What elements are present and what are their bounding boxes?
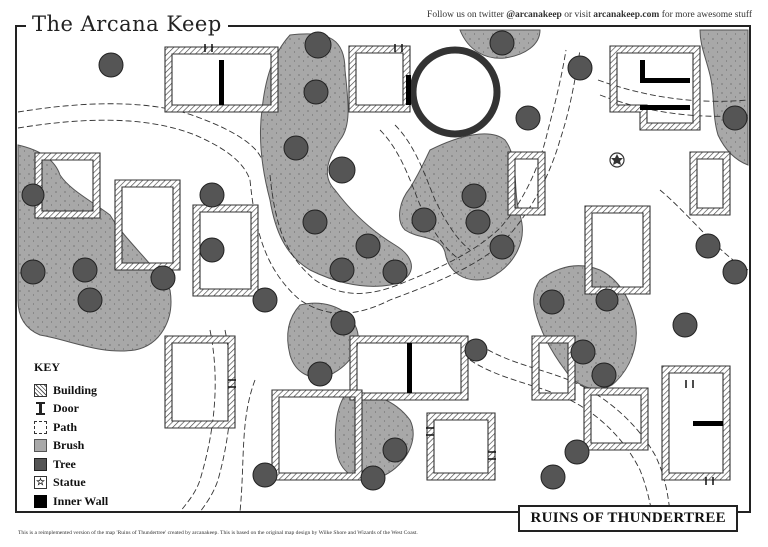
trees (20, 30, 748, 491)
statue-key-icon: ☆ (34, 476, 47, 490)
map-name-label: RUINS OF THUNDERTREE (518, 505, 738, 532)
building-se2 (661, 365, 731, 481)
brush-west (17, 144, 172, 352)
key-item-statue: ☆ Statue (34, 474, 108, 493)
building-sw (164, 335, 236, 429)
statue-icon (609, 152, 625, 168)
follow-suffix: for more awesome stuff (659, 10, 752, 20)
inner-walls (219, 60, 723, 426)
building-swatch-icon (34, 383, 47, 397)
path-swatch-icon (34, 420, 47, 434)
credit-line: This is a reimplemented version of the m… (18, 530, 418, 536)
key-label-inner-wall: Inner Wall (53, 493, 109, 508)
key-item-tree: Tree (34, 455, 108, 474)
follow-prefix: Follow us on twitter (427, 10, 507, 20)
building-w2 (114, 179, 181, 271)
key-label-tree: Tree (53, 456, 76, 471)
brush-swatch-icon (34, 439, 47, 453)
follow-banner: Follow us on twitter @arcanakeep or visi… (427, 10, 752, 20)
key-item-path: Path (34, 418, 108, 437)
building-s2 (426, 412, 496, 481)
door-icon (34, 402, 47, 416)
building-ne (609, 45, 701, 131)
key-item-brush: Brush (34, 437, 108, 456)
key-label-statue: Statue (53, 475, 86, 490)
brush-ne (699, 29, 749, 166)
key-heading: KEY (34, 360, 61, 374)
building-e2 (584, 205, 651, 295)
website-link[interactable]: arcanakeep.com (593, 10, 660, 20)
page-title: The Arcana Keep (26, 12, 228, 36)
key-item-building: Building (34, 381, 108, 400)
brush-center (259, 33, 412, 287)
building-e1 (689, 151, 731, 216)
key-item-inner-wall: Inner Wall (34, 492, 108, 511)
building-mid-small (507, 151, 546, 216)
map-key: KEY Building Door Path Brush Tree ☆ Stat… (34, 360, 108, 511)
buildings (34, 45, 731, 481)
follow-middle: or visit (561, 10, 594, 20)
tree-swatch-icon (34, 457, 47, 471)
doors (204, 44, 714, 485)
building-se1 (583, 387, 649, 451)
key-label-door: Door (53, 401, 79, 416)
tower-round (409, 46, 501, 138)
building-n-round (348, 45, 411, 113)
key-item-door: Door (34, 400, 108, 419)
twitter-link[interactable]: @arcanakeep (506, 10, 562, 20)
building-center-e (531, 335, 576, 401)
inner-wall-swatch-icon (34, 494, 47, 508)
key-label-building: Building (53, 382, 98, 397)
key-label-path: Path (53, 419, 77, 434)
key-label-brush: Brush (53, 438, 85, 453)
building-nw-upper (164, 46, 279, 113)
